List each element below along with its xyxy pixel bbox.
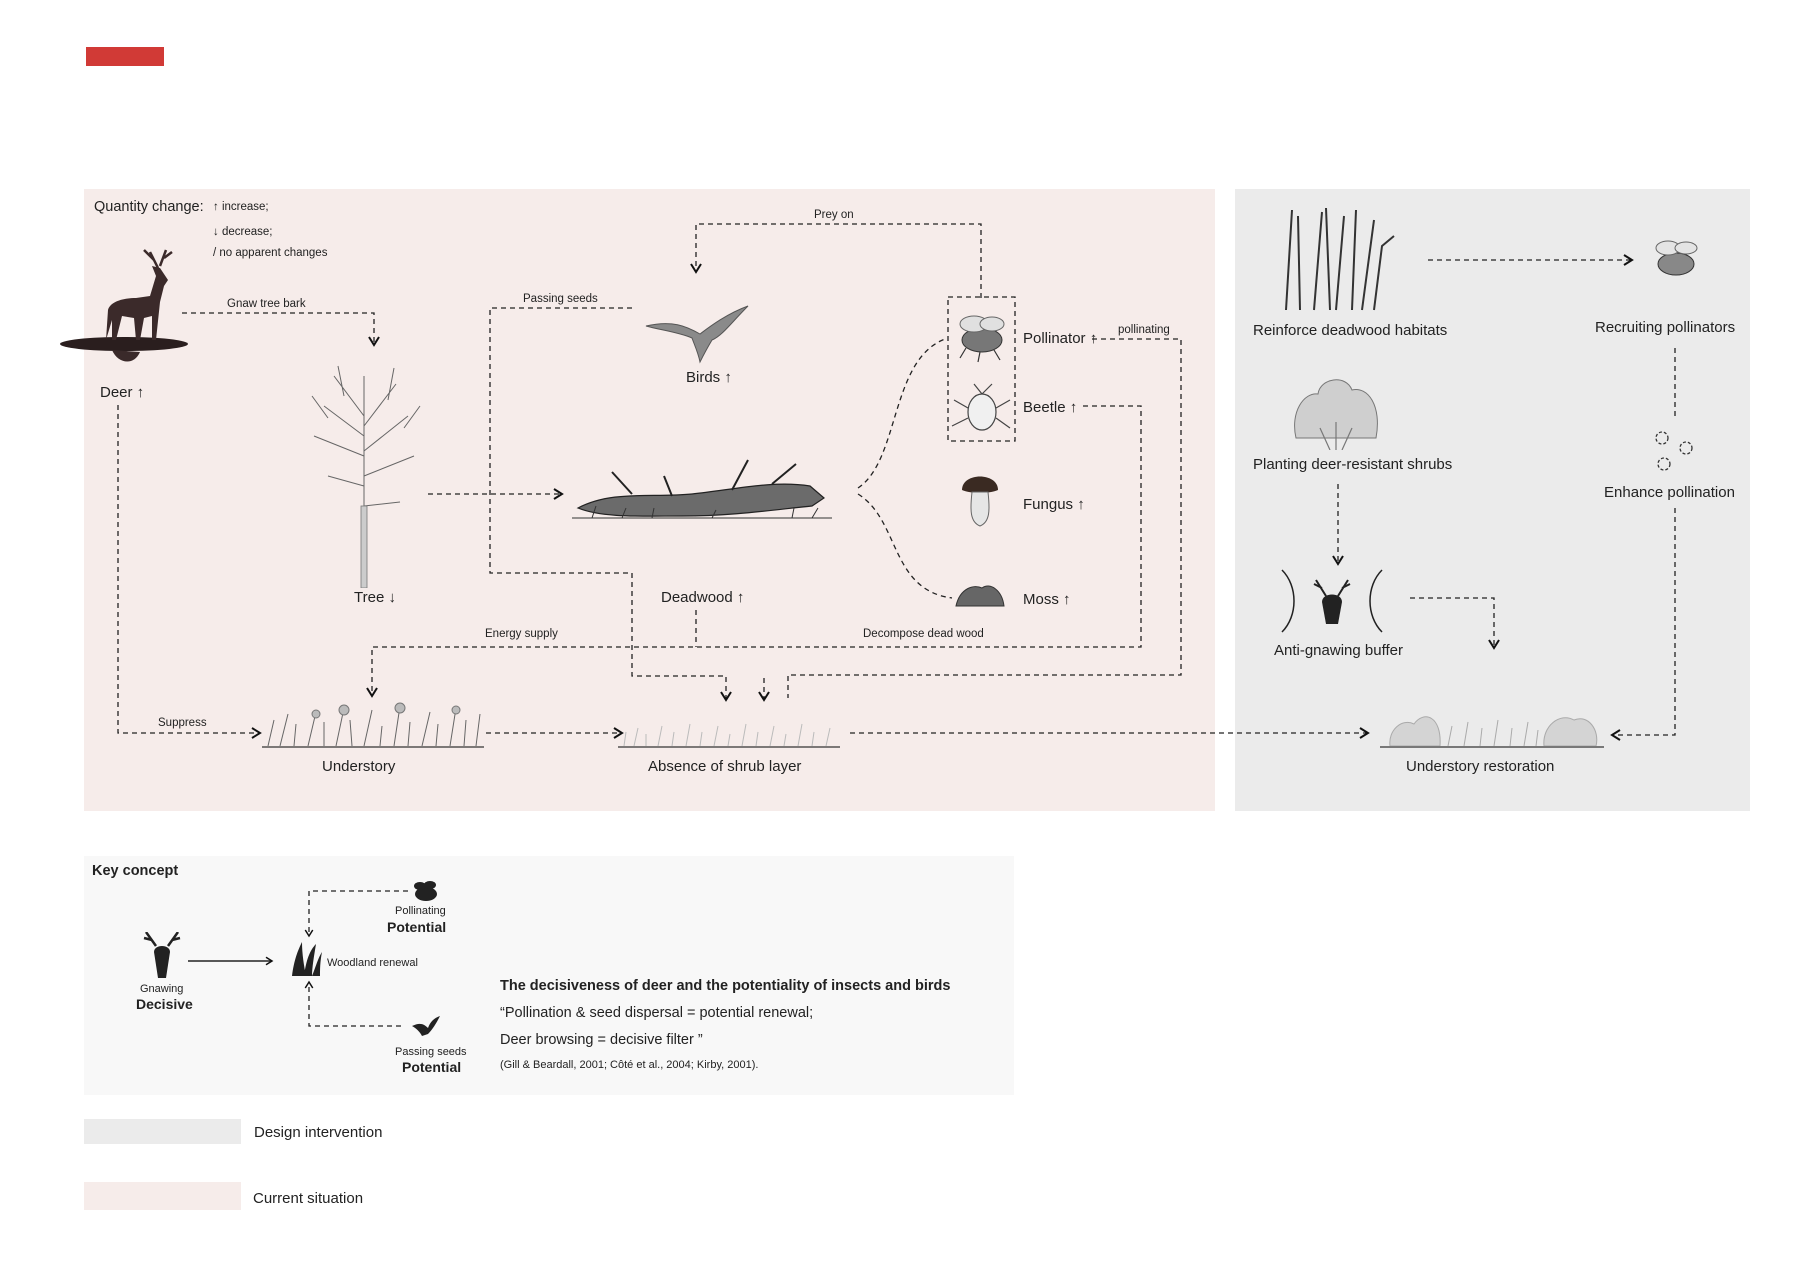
accent-bar xyxy=(86,47,164,66)
energy-supply-label: Energy supply xyxy=(485,628,558,640)
suppress-label: Suppress xyxy=(158,717,207,729)
key-passing-seeds-label: Passing seeds xyxy=(395,1046,467,1058)
legend-swatch-design xyxy=(84,1119,241,1144)
deer-label: Deer ↑ xyxy=(100,384,145,401)
legend-increase: ↑ increase; xyxy=(213,201,269,213)
key-concept-panel xyxy=(84,856,1014,1095)
planting-shrubs-label: Planting deer-resistant shrubs xyxy=(1253,456,1453,473)
key-potential-top-label: Potential xyxy=(387,919,447,935)
shrub-icon xyxy=(1294,379,1378,450)
passing-seeds-label: Passing seeds xyxy=(523,293,598,305)
deadwood-icon xyxy=(572,459,832,519)
key-deer-icon xyxy=(143,932,181,978)
birds-label: Birds ↑ xyxy=(686,369,732,386)
recruiting-pollinators-label: Recruiting pollinators xyxy=(1595,319,1736,336)
recruiting-bee-icon xyxy=(1655,240,1698,276)
fungus-label: Fungus ↑ xyxy=(1023,496,1085,513)
anti-gnawing-buffer-label: Anti-gnawing buffer xyxy=(1274,642,1403,659)
pollinator-label: Pollinator ↑ xyxy=(1023,330,1098,347)
moss-icon xyxy=(955,585,1005,607)
key-heading: The decisiveness of deer and the potenti… xyxy=(500,978,951,994)
pollinator-icon xyxy=(959,315,1005,363)
key-quote-line2: Deer browsing = decisive filter ” xyxy=(500,1032,703,1048)
key-potential-bottom-label: Potential xyxy=(402,1059,462,1075)
decompose-label: Decompose dead wood xyxy=(863,628,984,640)
bird-icon xyxy=(645,305,749,364)
understory-label: Understory xyxy=(322,758,396,775)
enhance-pollination-label: Enhance pollination xyxy=(1604,484,1735,501)
prey-on-label: Prey on xyxy=(814,209,854,221)
key-decisive-label: Decisive xyxy=(136,996,193,1012)
absence-shrub-label: Absence of shrub layer xyxy=(648,758,802,775)
deadwood-label: Deadwood ↑ xyxy=(661,589,745,606)
beetle-icon xyxy=(951,383,1011,431)
understory-restoration-icon xyxy=(1389,716,1598,746)
gnaw-tree-bark-label: Gnaw tree bark xyxy=(227,298,306,310)
understory-restoration-label: Understory restoration xyxy=(1406,758,1555,775)
reinforce-deadwood-label: Reinforce deadwood habitats xyxy=(1253,322,1448,339)
key-pollinating-label: Pollinating xyxy=(395,905,446,917)
legend-current-label: Current situation xyxy=(253,1190,364,1207)
key-concept-title: Key concept xyxy=(92,863,179,879)
legend-swatch-current xyxy=(84,1182,241,1210)
key-bee-icon xyxy=(414,881,437,901)
key-bird-icon xyxy=(412,1016,440,1036)
flower-cluster-icon xyxy=(1655,431,1693,471)
understory-icon xyxy=(267,702,481,746)
fungus-icon xyxy=(962,476,998,527)
key-gnawing-label: Gnawing xyxy=(140,983,184,995)
deadwood-habitat-icon xyxy=(1285,207,1395,311)
legend-design-label: Design intervention xyxy=(254,1124,383,1141)
deer-icon xyxy=(60,249,188,362)
absence-shrub-icon xyxy=(623,723,831,746)
moss-label: Moss ↑ xyxy=(1023,591,1071,608)
key-grass-icon xyxy=(292,942,322,976)
legend-decrease: ↓ decrease; xyxy=(213,226,273,238)
quantity-change-title: Quantity change: xyxy=(94,199,204,215)
tree-icon xyxy=(311,365,421,588)
key-references: (Gill & Beardall, 2001; Côté et al., 200… xyxy=(500,1059,759,1071)
key-woodland-renewal-label: Woodland renewal xyxy=(327,957,418,969)
beetle-label: Beetle ↑ xyxy=(1023,399,1078,416)
key-quote-line1: “Pollination & seed dispersal = potentia… xyxy=(500,1005,814,1021)
pollinating-label: pollinating xyxy=(1118,324,1170,336)
anti-gnawing-buffer-icon xyxy=(1281,569,1383,633)
legend-no-change: / no apparent changes xyxy=(213,247,328,259)
tree-label: Tree ↓ xyxy=(354,589,396,606)
